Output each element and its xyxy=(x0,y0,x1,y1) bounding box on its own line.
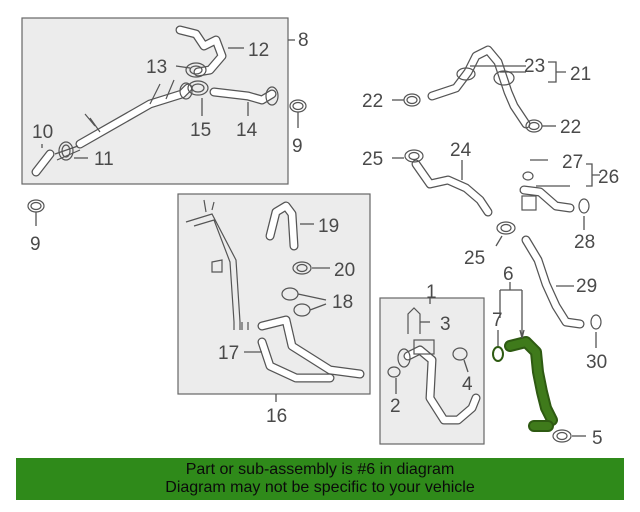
hose-14 xyxy=(209,86,279,106)
footer-banner: Part or sub-assembly is #6 in diagram Di… xyxy=(16,458,624,500)
callout-4: 4 xyxy=(462,374,473,395)
hose-assembly-21 xyxy=(427,45,531,129)
clamp-22-left xyxy=(392,93,421,107)
callout-1: 1 xyxy=(426,282,437,303)
clamps-18 xyxy=(281,287,327,317)
callout-10: 10 xyxy=(32,122,53,143)
fitting-4 xyxy=(452,347,469,373)
oring-28 xyxy=(578,198,590,230)
callout-27: 27 xyxy=(562,152,583,173)
oring-30 xyxy=(590,314,602,348)
hose-assembly-17 xyxy=(244,315,365,383)
housing-1 xyxy=(397,339,481,425)
callout-19: 19 xyxy=(318,216,339,237)
bracket-3 xyxy=(407,307,430,334)
callout-12: 12 xyxy=(248,40,269,61)
callout-28: 28 xyxy=(574,232,595,253)
clamp-13 xyxy=(185,62,207,78)
parts-diagram: 1 2 3 4 5 6 7 8 9 9 10 11 12 13 14 15 16… xyxy=(21,17,619,449)
callout-7: 7 xyxy=(492,310,503,331)
highlighted-hose-6 xyxy=(504,336,558,432)
callout-3: 3 xyxy=(440,314,451,335)
callout-25-top: 25 xyxy=(362,149,383,170)
callout-25-bottom: 25 xyxy=(464,248,485,269)
hose-12 xyxy=(175,25,227,77)
callout-2: 2 xyxy=(390,396,401,417)
pipe-assembly-16 xyxy=(185,199,249,330)
callout-22-left: 22 xyxy=(362,91,383,112)
callout-29: 29 xyxy=(576,276,597,297)
callout-20: 20 xyxy=(334,260,355,281)
callout-9-right: 9 xyxy=(292,136,303,157)
callout-26: 26 xyxy=(598,167,619,188)
callout-11: 11 xyxy=(94,149,114,170)
clamp-9-right xyxy=(289,99,307,128)
callout-16: 16 xyxy=(266,406,287,427)
callout-6: 6 xyxy=(503,264,514,285)
callout-22-right: 22 xyxy=(560,117,581,138)
callout-18: 18 xyxy=(332,292,353,313)
callout-17: 17 xyxy=(218,343,239,364)
clamp-22-right xyxy=(525,119,556,133)
callout-15: 15 xyxy=(190,120,211,141)
callout-21: 21 xyxy=(570,64,591,85)
oring-7 xyxy=(492,346,504,362)
callout-9-left: 9 xyxy=(30,234,41,255)
callout-8: 8 xyxy=(298,30,309,51)
hose-29 xyxy=(521,235,585,329)
clamp-25-top xyxy=(392,149,424,163)
coolant-pipe-assembly xyxy=(54,79,193,161)
clamp-15 xyxy=(187,80,209,96)
callout-30: 30 xyxy=(586,352,607,373)
hose-19 xyxy=(265,201,314,251)
footer-line-2: Diagram may not be specific to your vehi… xyxy=(165,479,475,496)
connector-26 xyxy=(519,159,600,213)
footer-line-1: Part or sub-assembly is #6 in diagram xyxy=(185,461,455,478)
clamp-9-left xyxy=(27,199,45,226)
callout-23: 23 xyxy=(524,56,545,77)
callout-13: 13 xyxy=(146,57,167,78)
hose-24 xyxy=(411,159,493,217)
oring-2 xyxy=(387,366,401,394)
clamp-20 xyxy=(292,261,330,275)
callout-14: 14 xyxy=(236,120,258,141)
small-hose-10 xyxy=(31,149,55,177)
callout-24: 24 xyxy=(450,140,472,161)
clamp-11 xyxy=(58,141,74,161)
callout-5: 5 xyxy=(592,428,603,449)
clamp-25-bottom xyxy=(495,221,516,247)
clamp-5 xyxy=(552,429,586,443)
